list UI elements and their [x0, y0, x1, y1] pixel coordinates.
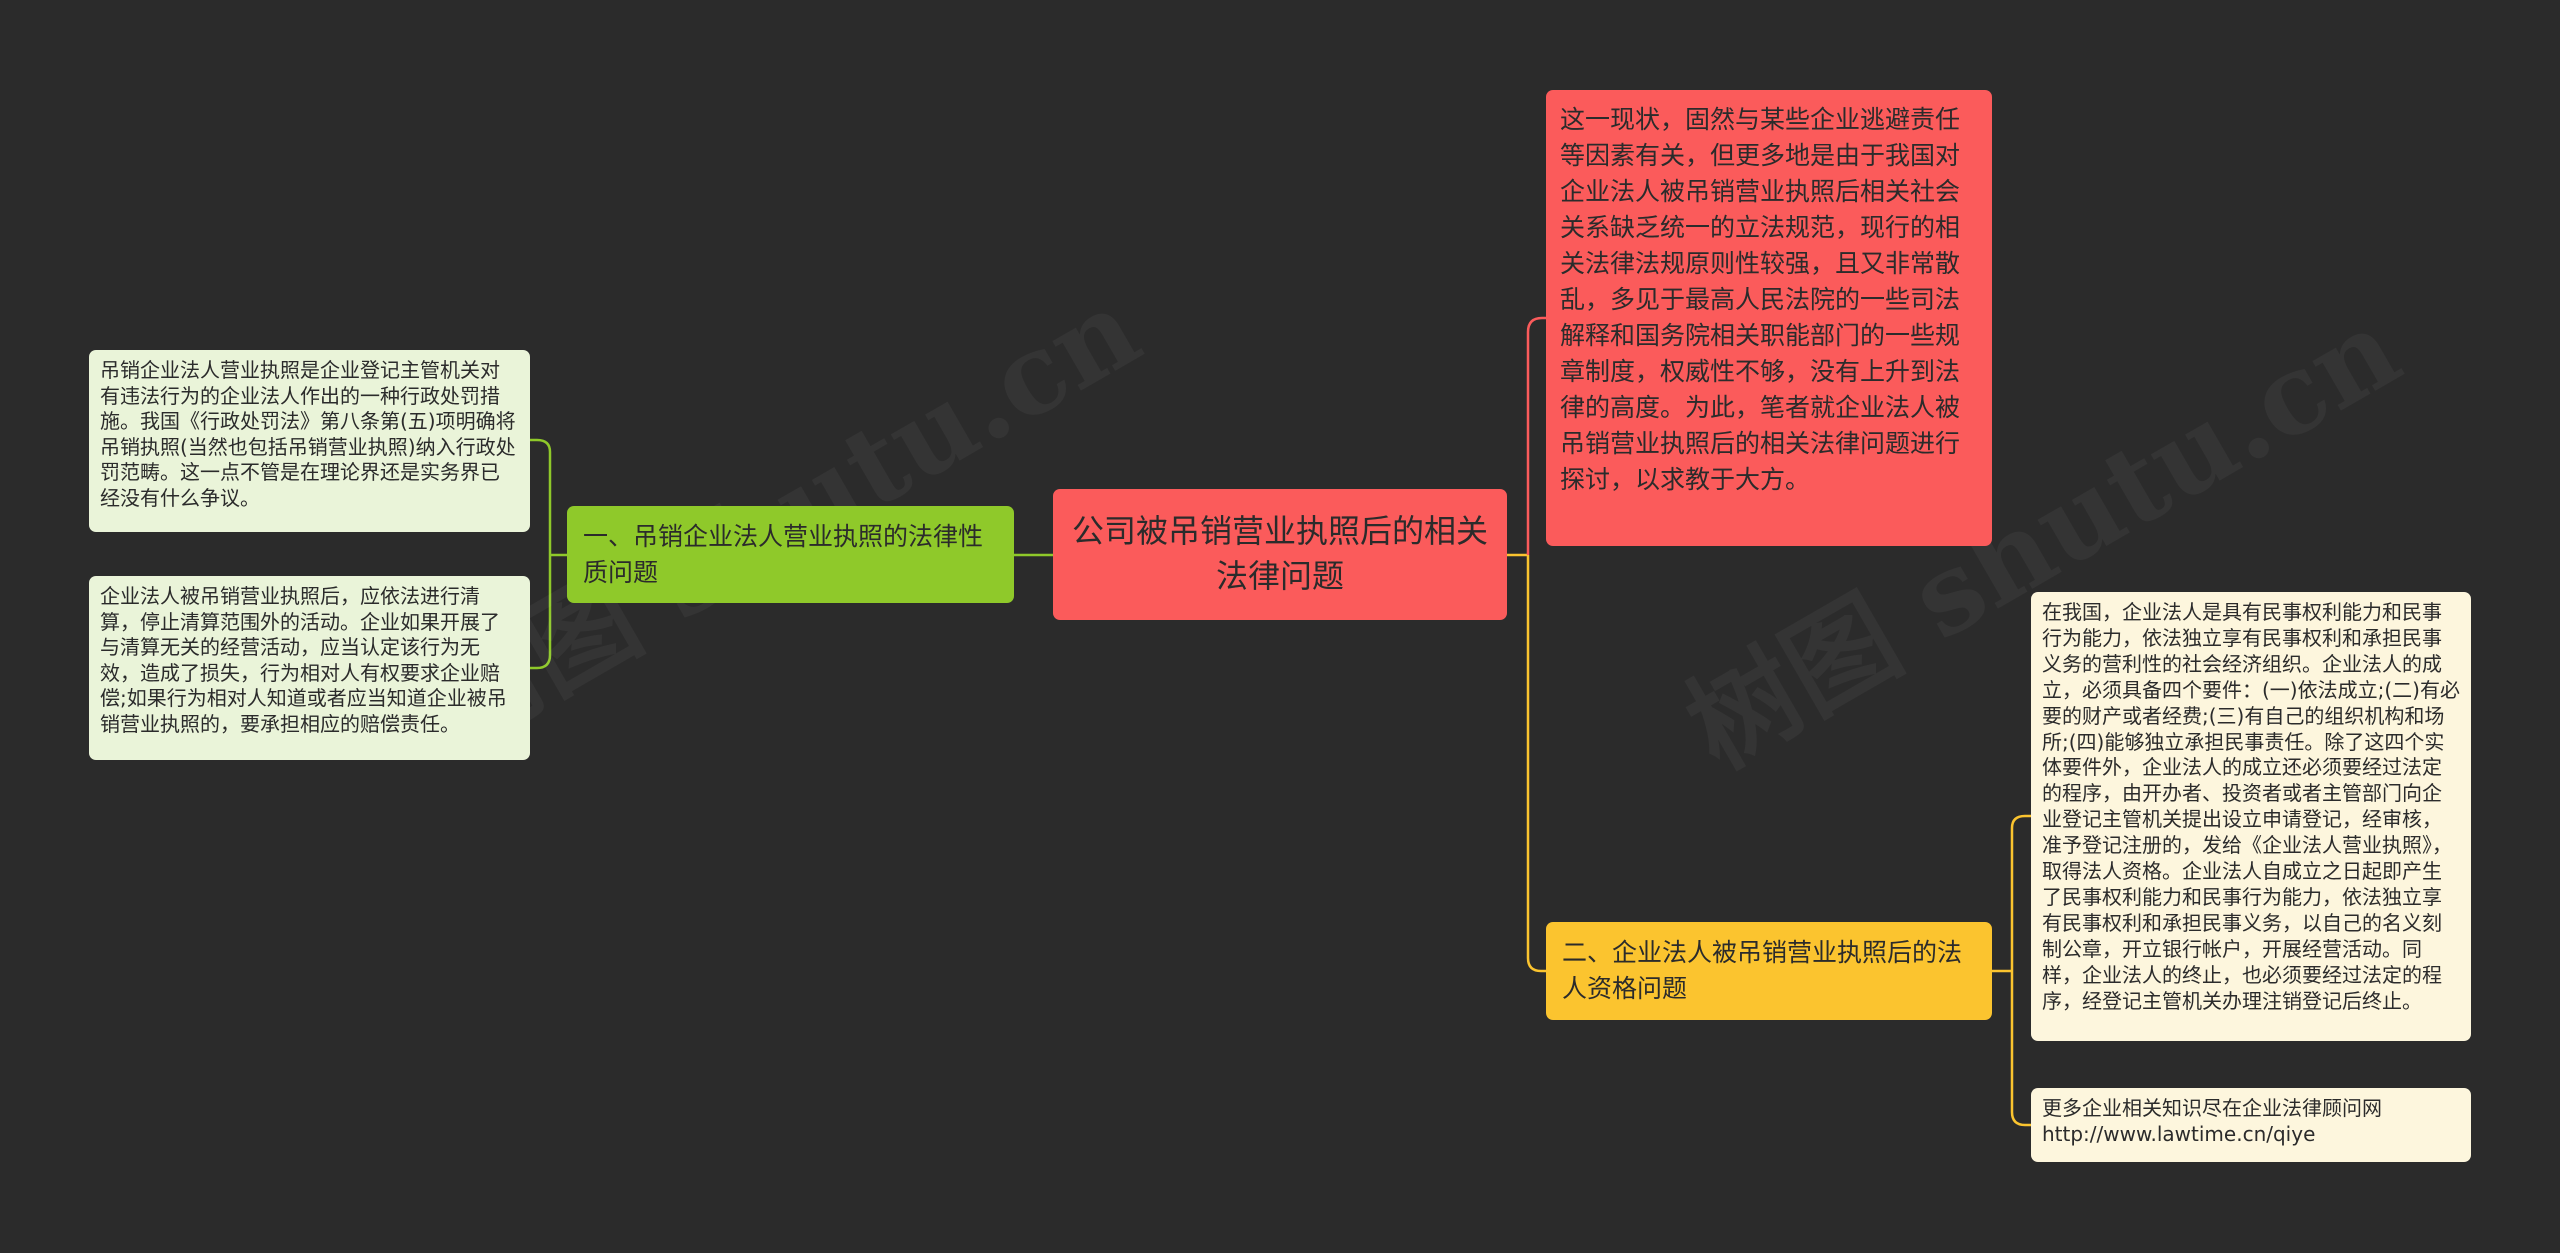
leaf-node-current-situation[interactable]: 这一现状，固然与某些企业逃避责任等因素有关，但更多地是由于我国对企业法人被吊销营…: [1546, 90, 1992, 546]
leaf-node-penalty[interactable]: 吊销企业法人营业执照是企业登记主管机关对有违法行为的企业法人作出的一种行政处罚措…: [89, 350, 530, 532]
leaf-node-more-link[interactable]: 更多企业相关知识尽在企业法律顾问网http://www.lawtime.cn/q…: [2031, 1088, 2471, 1162]
leaf-text: 在我国，企业法人是具有民事权利能力和民事行为能力，依法独立享有民事权利和承担民事…: [2042, 600, 2460, 1013]
leaf-text: 这一现状，固然与某些企业逃避责任等因素有关，但更多地是由于我国对企业法人被吊销营…: [1560, 105, 1961, 494]
leaf-text: 企业法人被吊销营业执照后，应依法进行清算，停止清算范围外的活动。企业如果开展了与…: [100, 584, 507, 736]
root-title: 公司被吊销营业执照后的相关法律问题: [1071, 512, 1488, 595]
connector-yellow-branch-leaves: [1992, 814, 2031, 1127]
connector-to-red-leaf: [1526, 316, 1546, 555]
leaf-node-liquidation[interactable]: 企业法人被吊销营业执照后，应依法进行清算，停止清算范围外的活动。企业如果开展了与…: [89, 576, 530, 760]
connector-left-branch-leaves: [530, 438, 567, 670]
leaf-node-enterprise-definition[interactable]: 在我国，企业法人是具有民事权利能力和民事行为能力，依法独立享有民事权利和承担民事…: [2031, 592, 2471, 1041]
leaf-text: 吊销企业法人营业执照是企业登记主管机关对有违法行为的企业法人作出的一种行政处罚措…: [100, 358, 516, 510]
branch-node-legal-person-status[interactable]: 二、企业法人被吊销营业执照后的法人资格问题: [1546, 922, 1992, 1020]
connector-to-yellow-branch: [1526, 555, 1546, 973]
branch-node-legal-nature[interactable]: 一、吊销企业法人营业执照的法律性质问题: [567, 506, 1014, 603]
branch-label: 二、企业法人被吊销营业执照后的法人资格问题: [1562, 938, 1963, 1003]
leaf-text: 更多企业相关知识尽在企业法律顾问网http://www.lawtime.cn/q…: [2042, 1096, 2382, 1146]
root-node[interactable]: 公司被吊销营业执照后的相关法律问题: [1053, 489, 1507, 620]
branch-label: 一、吊销企业法人营业执照的法律性质问题: [583, 522, 984, 587]
